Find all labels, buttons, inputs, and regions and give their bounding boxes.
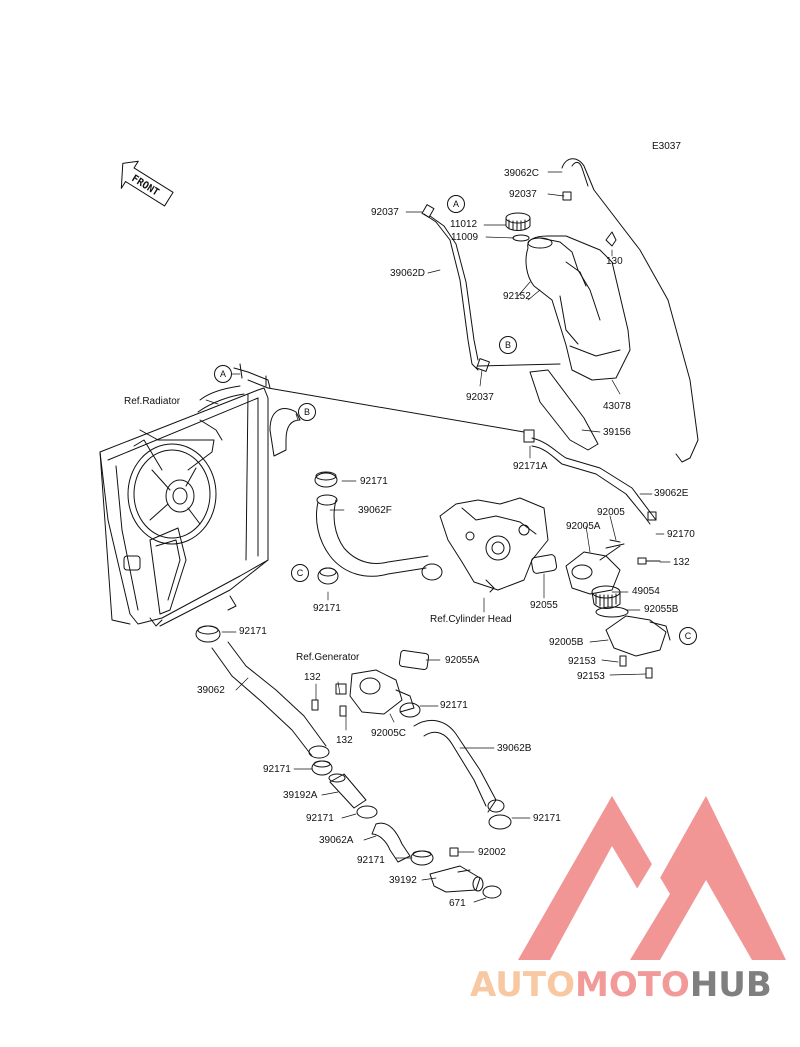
part-label-130: 130: [606, 256, 623, 267]
watermark-moto: MOTO: [574, 965, 690, 1005]
part-label-11009: 11009: [451, 232, 479, 243]
radiator: [99, 363, 271, 627]
part-label-671: 671: [449, 898, 466, 909]
pipe-39192A: [329, 773, 367, 809]
part-label-43078: 43078: [603, 401, 631, 412]
part-label-92005B: 92005B: [549, 637, 584, 648]
part-label-92171-lower-right: 92171: [533, 813, 561, 824]
ref-cylinder-head-label: Ref.Cylinder Head: [430, 614, 512, 625]
thermostat: [591, 585, 621, 609]
watermark-auto: AUTO: [470, 965, 575, 1005]
reservoir-cap: [505, 212, 531, 231]
hose-39062A: [371, 822, 411, 863]
ref-radiator-label: Ref.Radiator: [124, 396, 181, 407]
part-label-92055B: 92055B: [644, 604, 679, 615]
part-label-92171-bottom: 92171: [357, 855, 385, 866]
part-label-92170: 92170: [667, 529, 695, 540]
part-label-92171-c: 92171: [313, 603, 341, 614]
hose-elbow-b: [269, 408, 301, 457]
connector-c-right: C: [679, 627, 697, 645]
thermostat-housing: [565, 551, 621, 595]
watermark-hub: HUB: [689, 965, 772, 1005]
connector-b-top: B: [499, 336, 517, 354]
part-label-92005: 92005: [597, 507, 625, 518]
connector-a-top: A: [447, 195, 465, 213]
hose-39062F: [316, 501, 427, 577]
part-label-92037-bottom: 92037: [466, 392, 494, 403]
generator-fitting: [311, 669, 415, 717]
front-arrow-icon: [120, 160, 174, 207]
part-label-39062: 39062: [197, 685, 225, 696]
part-label-39192: 39192: [389, 875, 417, 886]
part-label-39062F: 39062F: [358, 505, 392, 516]
part-label-92002: 92002: [478, 847, 506, 858]
part-label-39156: 39156: [603, 427, 631, 438]
diagram-code: E3037: [652, 141, 681, 152]
hose-39062D: [423, 213, 479, 371]
part-label-39062C: 39062C: [504, 168, 540, 179]
gasket-92055: [530, 554, 558, 574]
part-label-92153-b: 92153: [577, 671, 605, 682]
cap-gasket: [512, 234, 530, 242]
part-label-92153-a: 92153: [568, 656, 596, 667]
part-label-132-gen-a: 132: [304, 672, 321, 683]
part-label-92171-lower-left: 92171: [263, 764, 291, 775]
connector-b-radiator: B: [298, 403, 316, 421]
part-label-92005C: 92005C: [371, 728, 407, 739]
part-label-92037-left: 92037: [371, 207, 399, 218]
hose-39062B: [413, 719, 497, 813]
part-label-39192A: 39192A: [283, 790, 318, 801]
part-label-92055: 92055: [530, 600, 558, 611]
thermostat-cover: [605, 615, 667, 657]
hose-39062: [211, 647, 313, 757]
connector-a-radiator: A: [214, 365, 232, 383]
part-label-132-gen-b: 132: [336, 735, 353, 746]
part-label-92152: 92152: [503, 291, 531, 302]
part-label-39062A: 39062A: [319, 835, 354, 846]
part-label-92171-radiator: 92171: [239, 626, 267, 637]
part-label-92171A: 92171A: [513, 461, 548, 472]
part-label-92037-top: 92037: [509, 189, 537, 200]
ref-generator-label: Ref.Generator: [296, 652, 360, 663]
part-label-11012: 11012: [450, 219, 478, 230]
part-label-92171-gen: 92171: [440, 700, 468, 711]
part-label-132-right: 132: [673, 557, 690, 568]
part-label-49054: 49054: [632, 586, 660, 597]
watermark: AUTOMOTOHUB: [470, 965, 800, 1005]
connector-c-left: C: [291, 564, 309, 582]
part-label-39062E: 39062E: [654, 488, 689, 499]
part-label-92055A: 92055A: [445, 655, 480, 666]
rubber-plate: [529, 369, 599, 451]
part-label-92171-upper: 92171: [360, 476, 388, 487]
part-label-39062B: 39062B: [497, 743, 532, 754]
hose-39062E: [531, 437, 657, 521]
cylinder-head: [439, 497, 549, 593]
part-label-39062D: 39062D: [390, 268, 426, 279]
pipe-39192: [429, 865, 481, 893]
part-label-92005A: 92005A: [566, 521, 601, 532]
automotohub-logo-icon: [518, 796, 786, 960]
reservoir-tank: [525, 231, 631, 381]
hose-39062C: [561, 158, 699, 459]
part-label-92171-mid: 92171: [306, 813, 334, 824]
